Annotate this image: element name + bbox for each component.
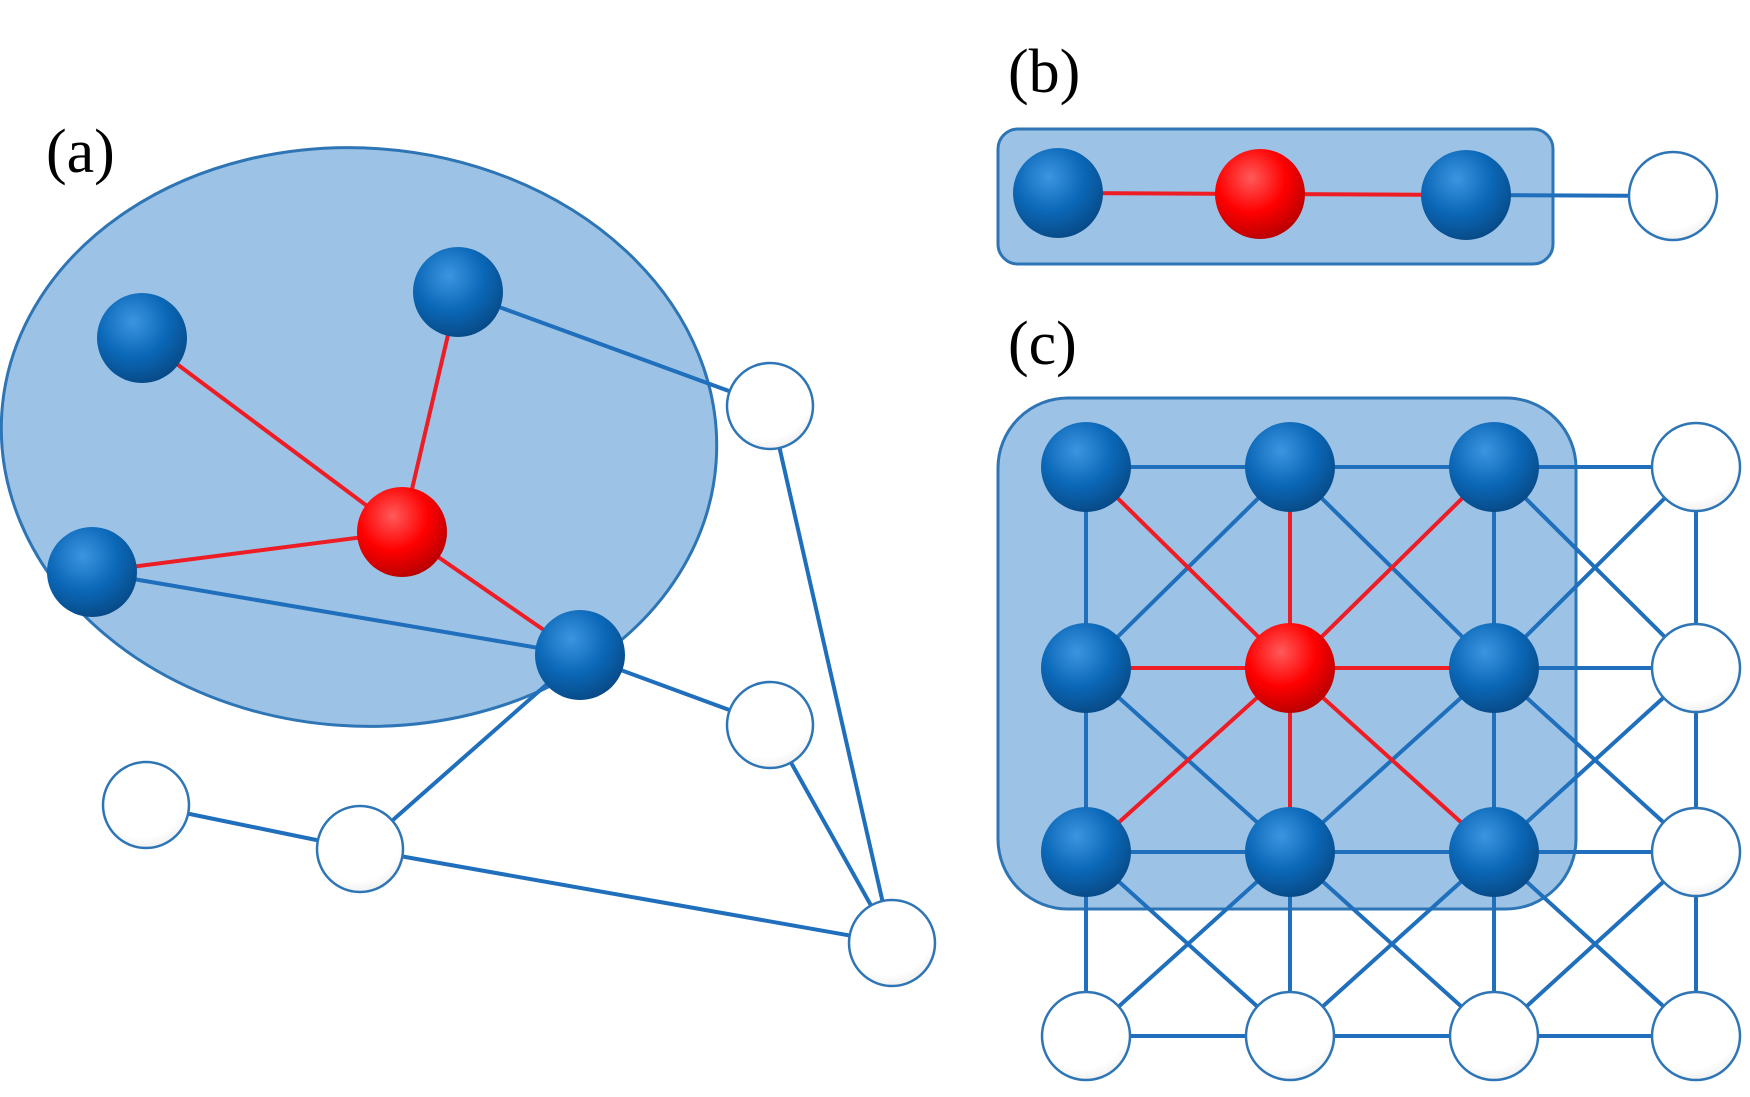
panel-c-diagonal-edge bbox=[1084, 465, 1292, 670]
panel-a-outer-node bbox=[101, 760, 191, 850]
panel-c-diagonal-edge bbox=[1288, 666, 1496, 854]
panel-c-outer-node bbox=[1448, 990, 1540, 1082]
panel-a-edge-center-n1 bbox=[140, 336, 404, 534]
panel-b-neighbor-node bbox=[1421, 150, 1511, 240]
panel-label-a: (a) bbox=[46, 118, 115, 186]
panel-a-neighbor-node bbox=[47, 527, 137, 617]
panel-c-neighbor-node bbox=[1449, 623, 1539, 713]
panel-label-c: (c) bbox=[1008, 310, 1077, 378]
panel-c-neighbor-node bbox=[1449, 422, 1539, 512]
nodes-layer bbox=[47, 148, 1742, 1082]
panel-c-outer-node bbox=[1650, 806, 1742, 898]
panel-c-neighbor-node bbox=[1245, 807, 1335, 897]
panel-c-neighbor-node bbox=[1041, 623, 1131, 713]
panel-c-antidiagonal-edge bbox=[1288, 465, 1496, 670]
panel-b-neighbor-node bbox=[1013, 148, 1103, 238]
panel-c-outer-node bbox=[1650, 622, 1742, 714]
panel-c-neighbor-node bbox=[1245, 422, 1335, 512]
panel-a-edge-w1-w5 bbox=[768, 404, 894, 945]
panel-a-neighborhood-region bbox=[0, 146, 719, 728]
panel-label-b: (b) bbox=[1008, 38, 1080, 106]
panel-c-neighbor-node bbox=[1041, 422, 1131, 512]
panel-a-outer-node bbox=[725, 680, 815, 770]
panel-c-antidiagonal-edge bbox=[1492, 850, 1698, 1038]
panel-a-neighbor-node bbox=[535, 610, 625, 700]
panel-c-outer-node bbox=[1650, 421, 1742, 513]
panel-a-center-node bbox=[357, 487, 447, 577]
panel-c-antidiagonal-edge bbox=[1492, 465, 1698, 670]
panel-a-edge-n3-n4 bbox=[90, 570, 582, 657]
panel-c-outer-node bbox=[1040, 990, 1132, 1082]
panel-b-center-node bbox=[1215, 149, 1305, 239]
panel-c-center-node bbox=[1245, 623, 1335, 713]
panel-c-antidiagonal-edge bbox=[1084, 850, 1292, 1038]
panel-a-neighbor-node bbox=[97, 293, 187, 383]
panel-a-edge-center-n3 bbox=[90, 530, 404, 574]
panel-b-outer-node bbox=[1627, 150, 1719, 242]
panel-c-antidiagonal-edge bbox=[1288, 850, 1496, 1038]
panel-a-outer-node bbox=[847, 898, 937, 988]
panel-a-edge-n2-w1 bbox=[456, 290, 772, 408]
panel-a-neighbor-node bbox=[413, 247, 503, 337]
panel-a-edge-n4-w4 bbox=[358, 653, 582, 851]
panel-c-neighbor-node bbox=[1041, 807, 1131, 897]
panel-a-outer-node bbox=[315, 804, 405, 894]
panel-a-outer-node bbox=[725, 361, 815, 451]
panel-c-outer-node bbox=[1244, 990, 1336, 1082]
panel-c-outer-node bbox=[1650, 990, 1742, 1082]
panel-c-antidiagonal-edge bbox=[1492, 666, 1698, 854]
panel-c-antidiagonal-edge bbox=[1084, 666, 1292, 854]
panel-c-neighbor-node bbox=[1449, 807, 1539, 897]
panel-a-edge-w4-w5 bbox=[358, 847, 894, 945]
